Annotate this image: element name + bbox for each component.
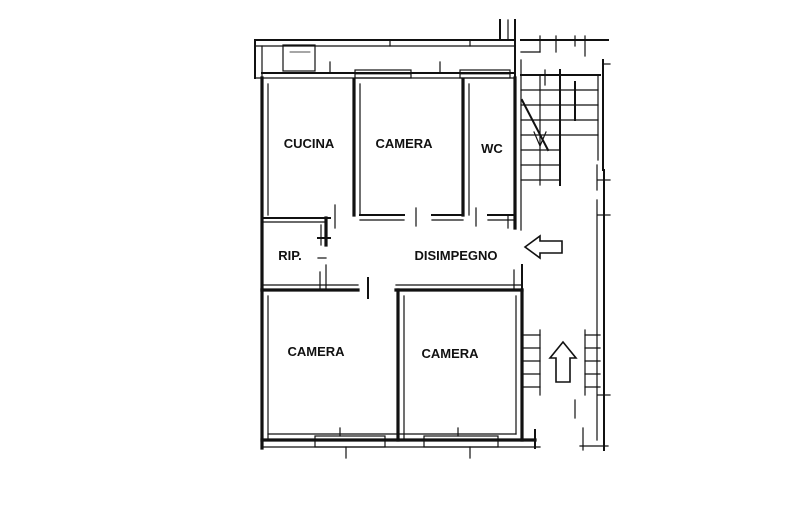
storage-walls <box>261 216 331 291</box>
stair-arrow-up-icon <box>548 340 578 383</box>
room-label-bedroom-bottom-right: CAMERA <box>421 346 479 361</box>
staircase <box>520 35 611 451</box>
top-wall-strip <box>254 19 516 79</box>
upper-room-walls <box>260 59 522 292</box>
room-label-hallway: DISIMPEGNO <box>414 248 497 263</box>
bottom-windows <box>314 427 499 459</box>
room-label-bedroom-top: CAMERA <box>375 136 433 151</box>
room-label-bedroom-bottom-left: CAMERA <box>287 344 345 359</box>
lower-room-walls <box>260 288 541 450</box>
entrance-arrow-left-icon <box>523 234 563 260</box>
room-label-bathroom: WC <box>481 141 503 156</box>
top-windows <box>354 69 511 79</box>
room-label-kitchen: CUCINA <box>284 136 335 151</box>
room-label-storage: RIP. <box>278 248 302 263</box>
hallway-bottom-wall <box>260 264 524 299</box>
